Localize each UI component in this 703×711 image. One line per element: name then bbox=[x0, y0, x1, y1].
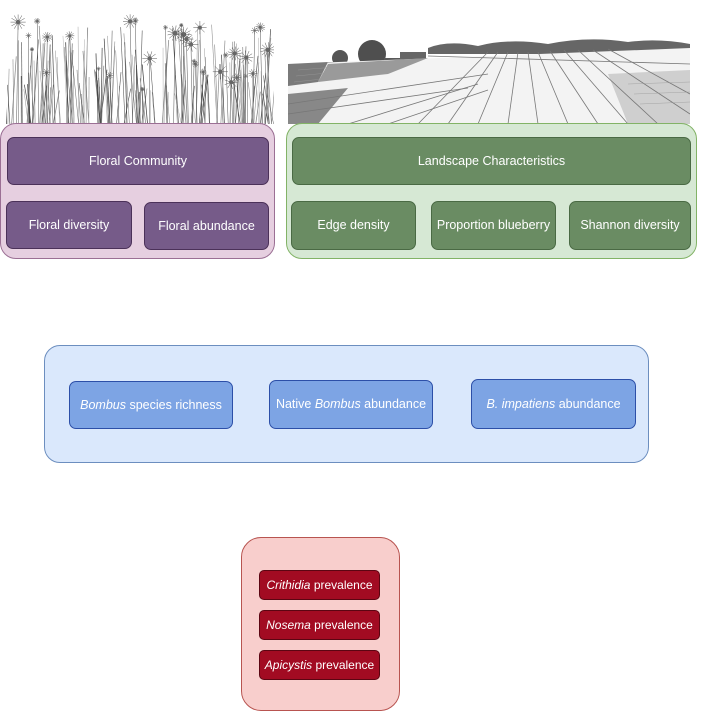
edge-density-box[interactable]: Edge density bbox=[291, 201, 416, 250]
crithidia-prevalence-box[interactable]: Crithidia prevalence bbox=[259, 570, 380, 600]
farmland-illustration bbox=[288, 34, 690, 124]
apicystis-label: Apicystis prevalence bbox=[264, 657, 375, 672]
nosema-prevalence-box[interactable]: Nosema prevalence bbox=[259, 610, 380, 640]
floral-community-title[interactable]: Floral Community bbox=[7, 137, 269, 185]
shannon-diversity-box[interactable]: Shannon diversity bbox=[569, 201, 691, 250]
floral-diversity-box[interactable]: Floral diversity bbox=[6, 201, 132, 249]
crithidia-label: Crithidia prevalence bbox=[266, 577, 373, 592]
bombus-richness-label: Bombus species richness bbox=[80, 397, 222, 412]
bombus-species-richness-box[interactable]: Bombus species richness bbox=[69, 381, 233, 429]
floral-abundance-box[interactable]: Floral abundance bbox=[144, 202, 269, 250]
proportion-blueberry-box[interactable]: Proportion blueberry bbox=[431, 201, 556, 250]
b-impatiens-abundance-box[interactable]: B. impatiens abundance bbox=[471, 379, 636, 429]
apicystis-prevalence-box[interactable]: Apicystis prevalence bbox=[259, 650, 380, 680]
b-impatiens-label: B. impatiens abundance bbox=[486, 396, 621, 411]
native-bombus-abundance-box[interactable]: Native Bombus abundance bbox=[269, 380, 433, 429]
native-bombus-label: Native Bombus abundance bbox=[275, 397, 427, 411]
nosema-label: Nosema prevalence bbox=[266, 617, 373, 632]
wildflower-illustration bbox=[6, 12, 274, 124]
landscape-characteristics-title[interactable]: Landscape Characteristics bbox=[292, 137, 691, 185]
